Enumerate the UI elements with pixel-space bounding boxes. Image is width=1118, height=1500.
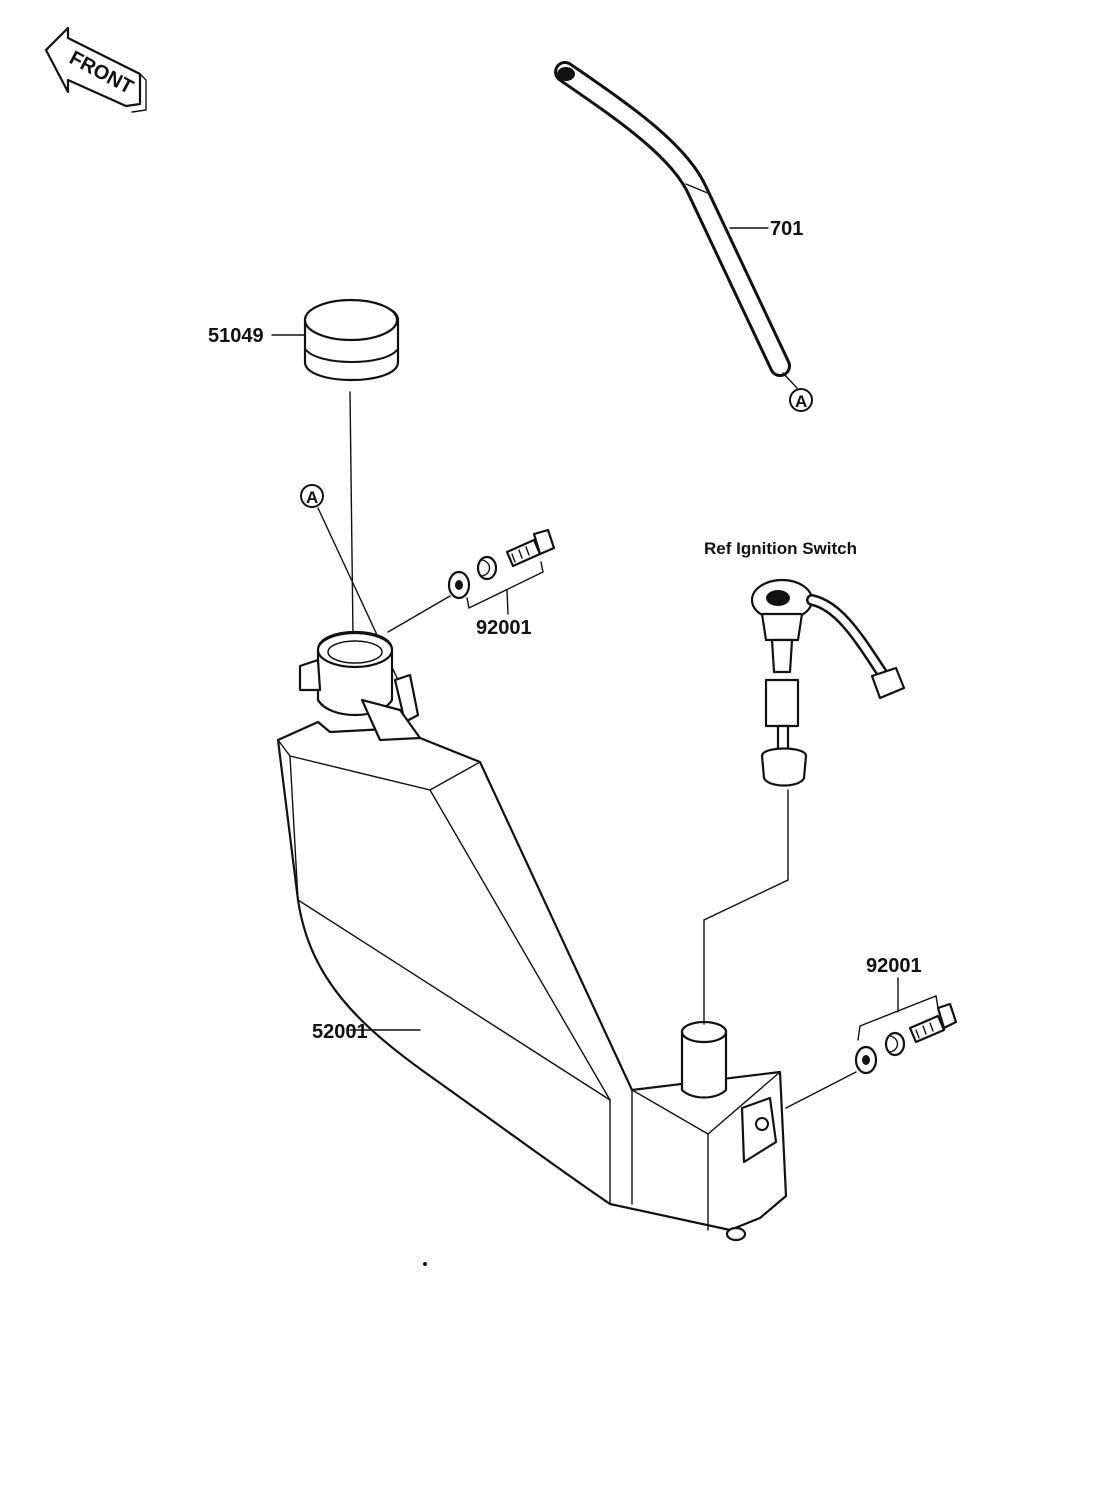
part-label-hose: 701	[770, 218, 803, 240]
part-label-bolt-bottom: 92001	[866, 955, 922, 977]
part-label-bolt-top: 92001	[476, 617, 532, 639]
breather-hose	[554, 61, 798, 389]
ref-note: Ref Ignition Switch	[704, 539, 857, 558]
tank-cap	[303, 298, 400, 382]
reserve-tank	[276, 630, 788, 1242]
marker-a-left: A	[300, 484, 324, 508]
svg-text:A: A	[306, 488, 318, 507]
fastener-group-top	[387, 528, 556, 633]
fastener-group-bottom	[785, 977, 958, 1109]
marker-a-top-right: A	[789, 388, 813, 412]
svg-text:A: A	[795, 392, 807, 411]
level-sensor	[750, 578, 906, 787]
part-label-tank: 52001	[312, 1021, 368, 1043]
front-arrow-icon: FRONT	[44, 26, 147, 113]
ink-dot	[423, 1262, 427, 1266]
part-label-cap: 51049	[208, 325, 264, 347]
